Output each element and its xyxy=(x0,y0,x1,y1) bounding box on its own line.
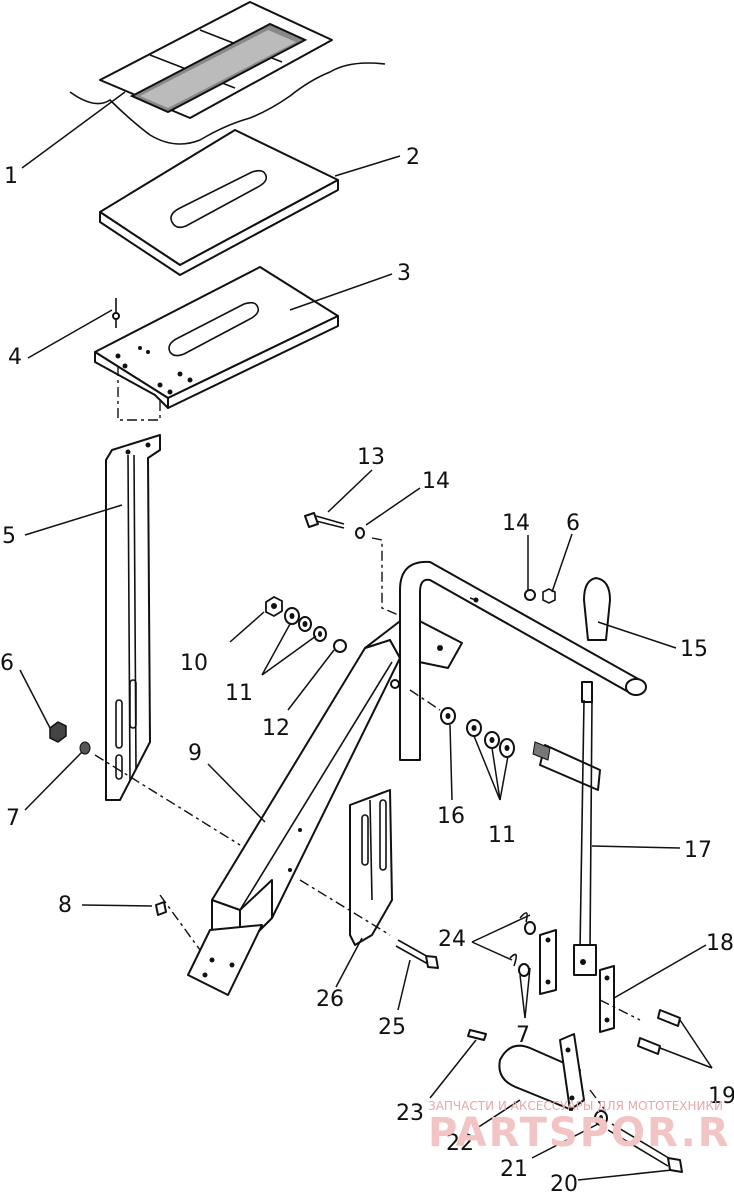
watermark-brand: PARTSPOR.RU xyxy=(428,1110,734,1156)
label-13: 13 xyxy=(357,445,385,470)
part-8-bolt xyxy=(155,901,167,916)
label-15: 15 xyxy=(680,637,708,662)
label-25: 25 xyxy=(378,1015,406,1040)
part-23-pin xyxy=(467,1029,487,1041)
label-12: 12 xyxy=(262,716,290,741)
handle-bar-tube xyxy=(399,560,647,791)
part-5-vertical-bracket xyxy=(105,434,161,801)
part-17-shift-rod xyxy=(573,681,597,976)
part-3-mounting-plate xyxy=(94,266,339,421)
label-7-left: 7 xyxy=(6,806,20,831)
center-lines xyxy=(94,689,641,1111)
part-25-bolt xyxy=(395,939,439,969)
label-18: 18 xyxy=(706,931,734,956)
label-22: 22 xyxy=(446,1131,474,1156)
callout-labels: 1 2 3 4 5 6 7 8 9 10 11 12 13 14 14 6 15… xyxy=(0,145,734,1193)
label-5: 5 xyxy=(2,524,16,549)
part-22-tube xyxy=(498,1033,585,1111)
leader-lines xyxy=(19,91,713,1181)
label-19: 19 xyxy=(708,1084,734,1109)
label-21: 21 xyxy=(500,1157,528,1182)
part-21-washer xyxy=(594,1110,608,1126)
label-3: 3 xyxy=(397,261,411,286)
label-4: 4 xyxy=(8,345,22,370)
part-19-pins xyxy=(637,1009,681,1055)
label-26: 26 xyxy=(316,987,344,1012)
part-18-link-plate xyxy=(599,965,615,1033)
part-15-knob xyxy=(583,577,611,641)
label-17: 17 xyxy=(684,838,712,863)
hardware-16-11-right xyxy=(440,707,515,758)
label-6-right: 6 xyxy=(566,511,580,536)
label-14-right: 14 xyxy=(502,511,530,536)
label-24: 24 xyxy=(438,927,466,952)
label-11-right: 11 xyxy=(488,823,516,848)
label-14-upper: 14 xyxy=(422,469,450,494)
part-20-bolt xyxy=(607,1123,683,1173)
part-4-pin xyxy=(112,298,120,328)
hardware-14-6-right xyxy=(524,588,556,604)
label-2: 2 xyxy=(406,145,420,170)
part-13-bolt-upper xyxy=(304,512,411,621)
part-9-main-arm xyxy=(187,614,463,996)
label-11-left: 11 xyxy=(225,681,253,706)
hardware-10-11-12 xyxy=(265,595,347,653)
label-6-left: 6 xyxy=(0,651,14,676)
part-26-slotted-plate xyxy=(349,789,393,946)
part-2-pad xyxy=(99,129,339,276)
watermark-tagline: ЗАПЧАСТИ И АКСЕССУАРЫ ДЛЯ МОТОТЕХНИКИ xyxy=(428,1099,723,1113)
watermark: ЗАПЧАСТИ И АКСЕССУАРЫ ДЛЯ МОТОТЕХНИКИ PA… xyxy=(428,1099,734,1156)
label-16: 16 xyxy=(437,804,465,829)
part-7-washer-left xyxy=(79,741,91,755)
label-10: 10 xyxy=(180,651,208,676)
label-20: 20 xyxy=(550,1172,578,1193)
label-7-right: 7 xyxy=(516,1023,530,1048)
label-23: 23 xyxy=(396,1101,424,1126)
label-9: 9 xyxy=(188,741,202,766)
part-1-floor-grille xyxy=(69,1,386,145)
part-6-nut-left xyxy=(49,721,67,743)
part-24-clip-and-link xyxy=(509,912,557,995)
label-1: 1 xyxy=(4,164,18,189)
label-8: 8 xyxy=(58,893,72,918)
